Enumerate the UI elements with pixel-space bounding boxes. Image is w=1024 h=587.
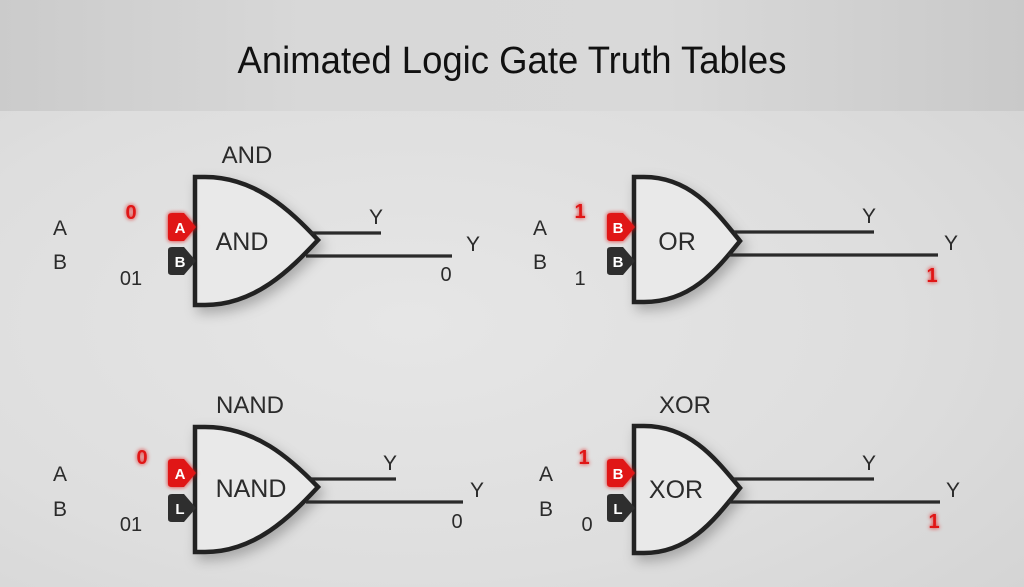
input-b-marker-icon: L — [168, 494, 196, 522]
nand-gate-shape — [192, 424, 322, 555]
svg-text:B: B — [613, 220, 624, 237]
input-a-value: 0 — [125, 202, 136, 224]
output-value: 0 — [451, 511, 462, 533]
input-b-marker-icon: L — [607, 494, 635, 522]
input-b-label: B — [53, 498, 67, 521]
output-long-label: Y — [466, 233, 480, 256]
input-a-value: 1 — [578, 447, 589, 469]
output-short-label: Y — [862, 452, 876, 475]
input-b-marker-icon: B — [168, 247, 196, 275]
input-a-label: A — [53, 463, 67, 486]
input-b-value: 0 — [581, 514, 592, 536]
gate-heading: NAND — [216, 392, 284, 419]
gate-heading: XOR — [659, 392, 711, 419]
input-a-value: 0 — [136, 447, 147, 469]
svg-text:B: B — [613, 254, 624, 271]
output-long-label: Y — [470, 479, 484, 502]
gate-heading: AND — [222, 142, 273, 169]
output-value: 1 — [928, 511, 939, 533]
gate-xor: XOR A B 1 0 B L XOR Y Y 1 — [539, 392, 960, 556]
svg-text:A: A — [175, 220, 186, 237]
svg-text:L: L — [175, 501, 184, 518]
gate-nand: NAND A B 0 01 A L NAND Y Y 0 — [53, 392, 484, 555]
output-value: 1 — [926, 265, 937, 287]
input-a-value: 1 — [574, 201, 585, 223]
input-b-marker-icon: B — [607, 247, 635, 275]
input-b-label: B — [53, 251, 67, 274]
or-gate-shape — [631, 174, 743, 305]
output-value: 0 — [440, 264, 451, 286]
title-banner — [0, 0, 1024, 111]
input-b-value: 1 — [574, 268, 585, 290]
input-a-label: A — [539, 463, 553, 486]
input-a-marker-icon: B — [607, 459, 635, 487]
output-short-label: Y — [369, 206, 383, 229]
gate-body-label: XOR — [649, 476, 703, 504]
svg-text:B: B — [175, 254, 186, 271]
output-short-label: Y — [862, 205, 876, 228]
input-a-label: A — [533, 217, 547, 240]
svg-text:B: B — [613, 466, 624, 483]
xor-gate-shape — [631, 423, 743, 556]
output-long-label: Y — [946, 479, 960, 502]
output-long-label: Y — [944, 232, 958, 255]
input-a-marker-icon: A — [168, 213, 196, 241]
and-gate-shape — [192, 174, 322, 308]
input-a-marker-icon: A — [168, 459, 196, 487]
input-b-value: 01 — [120, 268, 142, 290]
input-a-label: A — [53, 217, 67, 240]
svg-text:A: A — [175, 466, 186, 483]
output-short-label: Y — [383, 452, 397, 475]
svg-text:L: L — [613, 501, 622, 518]
gate-or: A B 1 1 B B OR Y Y 1 — [533, 174, 958, 305]
gate-and: AND A B 0 01 A B AND Y Y 0 — [53, 142, 480, 308]
gate-body-label: AND — [216, 228, 269, 256]
input-b-value: 01 — [120, 514, 142, 536]
gate-body-label: OR — [658, 228, 696, 256]
input-b-label: B — [533, 251, 547, 274]
page-title: Animated Logic Gate Truth Tables — [237, 40, 787, 82]
input-a-marker-icon: B — [607, 213, 635, 241]
input-b-label: B — [539, 498, 553, 521]
gate-body-label: NAND — [216, 475, 287, 503]
